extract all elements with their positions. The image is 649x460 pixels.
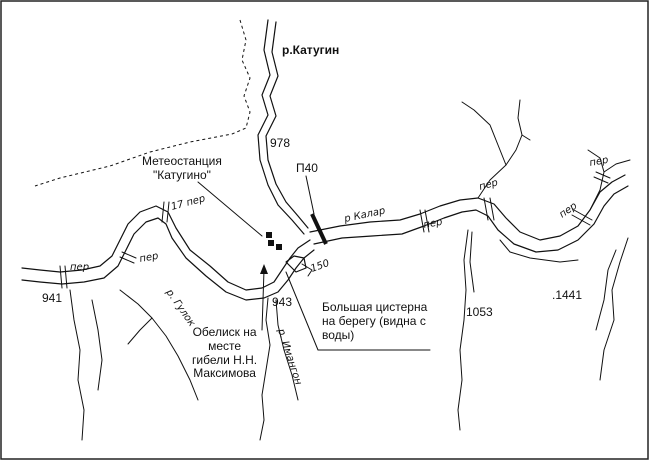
cistern-leader <box>285 271 431 351</box>
elevation-1053: 1053 <box>466 305 493 319</box>
rapid-label: пер <box>478 177 499 193</box>
nyanuki-river <box>457 229 469 431</box>
meteo-line1: Метеостанция <box>142 154 222 168</box>
rapid-label: пер <box>423 217 444 231</box>
elevation-978: 978 <box>270 136 291 150</box>
rapid-marks <box>59 171 611 289</box>
stream-west <box>69 289 85 441</box>
label-gulok: р. Гулок <box>163 287 197 329</box>
obelisk-line4: Максимова <box>193 366 256 381</box>
marker-150-label: 150 <box>309 258 331 275</box>
label-imangon: р. Имангон <box>275 327 304 387</box>
p40-bar <box>310 213 328 245</box>
elevation-1441: .1441 <box>552 288 583 302</box>
meteostation-building <box>268 240 274 246</box>
label-meteostation: Метеостанция "Катугино" <box>142 154 222 183</box>
kalar-river-west <box>21 205 311 291</box>
imangon-river <box>259 297 271 441</box>
rapid-label: пер <box>139 251 160 265</box>
meteostation-building <box>266 232 272 238</box>
label-katugin: р.Катугин <box>282 43 340 57</box>
cistern-line2: на берегу (видна с <box>322 313 426 328</box>
river-loop-150 <box>285 255 307 273</box>
obelisk-line2: месте <box>208 338 242 353</box>
obelisk-arrow-icon <box>260 264 268 274</box>
obelisk-line3: гибели Н.Н. <box>192 352 258 367</box>
rapid-label: пер <box>70 262 89 273</box>
cistern-line3: воды) <box>322 327 355 342</box>
meteo-leader <box>197 181 263 237</box>
meteostation-building <box>276 244 282 250</box>
rapid-label-17: 17 пер <box>170 193 207 213</box>
obelisk-leader <box>261 269 265 331</box>
label-p40: П40 <box>296 161 318 175</box>
elevation-941: 941 <box>42 291 63 305</box>
rapid-label: пер <box>589 155 610 169</box>
cistern-line1: Большая цистерна <box>322 300 428 314</box>
gulok-river <box>119 289 199 401</box>
meteo-line2: "Катугино" <box>152 167 211 182</box>
elevation-943: 943 <box>272 295 293 309</box>
label-obelisk: Обелиск на месте гибели Н.Н. Максимова <box>192 325 258 381</box>
obelisk-line1: Обелиск на <box>192 325 257 339</box>
stream-far-east <box>599 237 629 381</box>
p40-leader <box>305 175 315 215</box>
tributary-northeast <box>477 99 523 199</box>
label-cistern: Большая цистерна на берегу (видна с воды… <box>322 300 428 342</box>
marker-150-arrow <box>301 263 313 277</box>
katugin-river <box>257 19 305 235</box>
